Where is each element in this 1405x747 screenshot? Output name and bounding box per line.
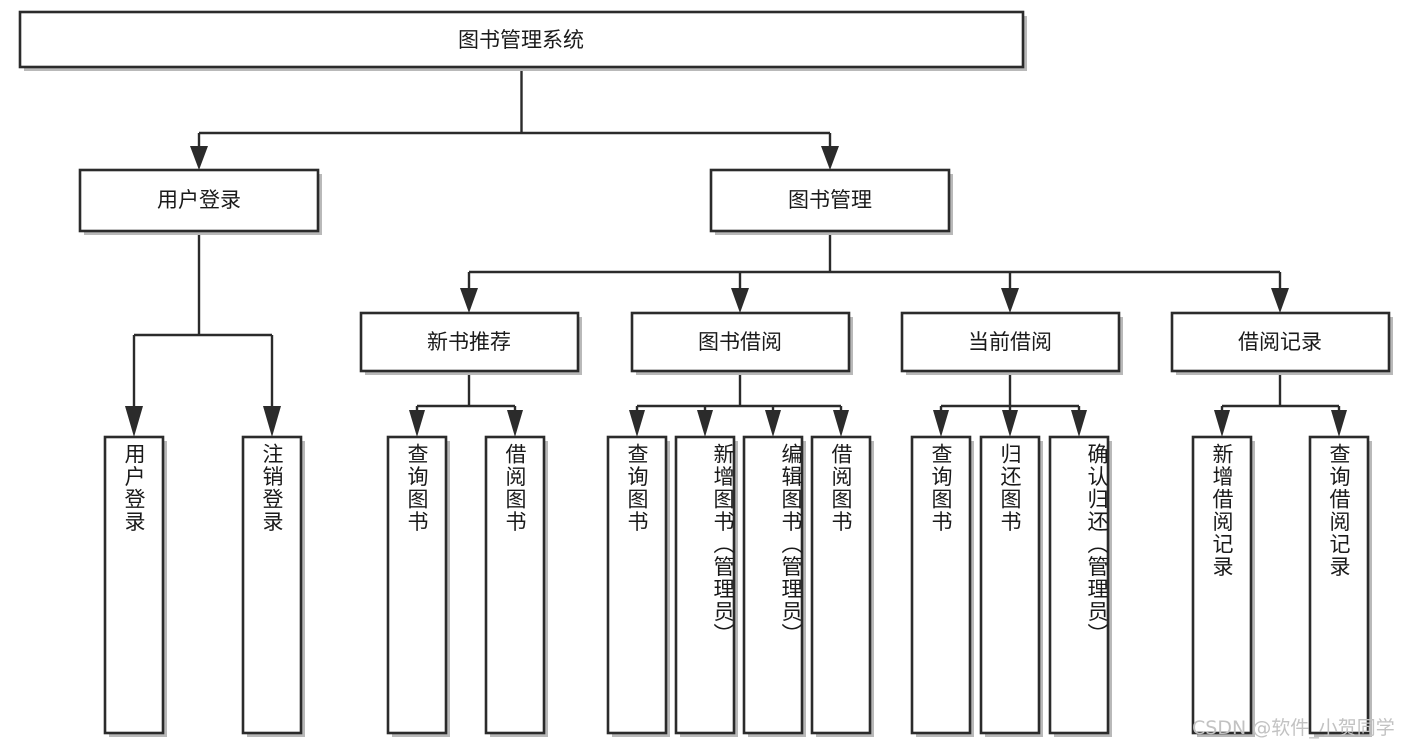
node-current-borrow[interactable]: 当前借阅	[900, 311, 1123, 375]
node-book-borrow[interactable]: 图书借阅	[630, 311, 853, 375]
leaf-user-login-label: 用户登录	[122, 443, 147, 533]
leaf-query-book-3-box[interactable]	[910, 435, 972, 735]
node-book-management[interactable]: 图书管理	[709, 168, 953, 235]
leaf-edit-book-box[interactable]	[742, 435, 804, 735]
arrow-head-leaf-query-book-2	[629, 410, 645, 437]
arrow-head-leaf-query-book-3	[933, 410, 949, 437]
arrow-head-leaf-borrow-book-1	[507, 410, 523, 437]
arrow-head-leaf-user-login	[125, 406, 143, 437]
watermark-text: CSDN @软件_小贺同学	[1192, 717, 1395, 739]
arrow-head-leaf-query-book-1	[409, 410, 425, 437]
node-root-label: 图书管理系统	[458, 28, 584, 52]
node-borrow-record[interactable]: 借阅记录	[1170, 311, 1393, 375]
node-current-borrow-label: 当前借阅	[968, 330, 1052, 354]
node-borrow-record-label: 借阅记录	[1238, 330, 1322, 354]
arrow-head-leaf-edit-book	[765, 410, 781, 437]
node-new-book-recommend-label: 新书推荐	[427, 330, 511, 354]
node-new-book-recommend[interactable]: 新书推荐	[359, 311, 582, 375]
node-user-login-label: 用户登录	[157, 188, 241, 212]
leaf-add-book-box[interactable]	[674, 435, 736, 735]
leaf-logout-login-box[interactable]	[241, 435, 303, 735]
leaf-borrow-book-1-box[interactable]	[484, 435, 546, 735]
leaf-query-book-2-box[interactable]	[606, 435, 668, 735]
leaf-edit-book-label: 编辑图书（管理员）	[779, 443, 803, 646]
arrow-head-leaf-borrow-book-2	[833, 410, 849, 437]
node-user-login-box	[78, 168, 320, 233]
node-user-login[interactable]: 用户登录	[78, 168, 322, 235]
arrow-head-leaf-add-book	[697, 410, 713, 437]
arrow-head-borrow-record	[1271, 288, 1289, 313]
leaf-query-book-1-label: 查询图书	[405, 443, 430, 533]
leaf-add-record-label: 新增借阅记录	[1210, 443, 1235, 578]
leaf-confirm-return-box[interactable]	[1048, 435, 1110, 735]
node-current-borrow-box	[900, 311, 1121, 373]
arrow-head-book-borrow	[731, 288, 749, 313]
leaf-add-record-box[interactable]	[1191, 435, 1253, 735]
leaf-query-book-2-label: 查询图书	[625, 443, 650, 533]
node-book-borrow-label: 图书借阅	[698, 330, 782, 354]
leaf-borrow-book-2-box[interactable]	[810, 435, 872, 735]
arrow-head-leaf-query-record	[1331, 410, 1347, 437]
arrow-head-leaf-return-book	[1002, 410, 1018, 437]
leaf-borrow-book-2-label: 借阅图书	[829, 443, 854, 533]
node-root-box	[18, 10, 1025, 69]
leaf-query-record-box[interactable]	[1308, 435, 1370, 735]
node-new-book-recommend-box	[359, 311, 580, 373]
arrow-head-new-book-recommend	[460, 288, 478, 313]
node-borrow-record-box	[1170, 311, 1391, 373]
leaf-borrow-book-1-label: 借阅图书	[503, 443, 528, 533]
arrow-head-current-borrow	[1001, 288, 1019, 313]
arrow-head-user-login	[190, 146, 208, 170]
arrow-head-leaf-confirm-return	[1071, 410, 1087, 437]
leaf-logout-login-label: 注销登录	[260, 443, 285, 533]
arrow-head-book-management	[821, 146, 839, 170]
arrow-head-leaf-add-record	[1214, 410, 1230, 437]
leaf-query-record-label: 查询借阅记录	[1327, 443, 1352, 578]
leaf-query-book-1-box[interactable]	[386, 435, 448, 735]
leaf-user-login-box[interactable]	[103, 435, 165, 735]
leaf-confirm-return-label: 确认归还（管理员）	[1085, 443, 1109, 646]
leaf-query-book-3-label: 查询图书	[929, 443, 954, 533]
leaf-return-book-box[interactable]	[979, 435, 1041, 735]
leaf-add-book-label: 新增图书（管理员）	[711, 443, 735, 646]
connector-layer	[125, 67, 1347, 437]
node-book-management-label: 图书管理	[788, 188, 872, 212]
node-book-management-box	[709, 168, 951, 233]
leaf-box-layer	[103, 435, 1372, 737]
node-book-borrow-box	[630, 311, 851, 373]
leaf-return-book-label: 归还图书	[998, 443, 1023, 533]
node-root[interactable]: 图书管理系统	[18, 10, 1027, 71]
arrow-head-leaf-logout-login	[263, 406, 281, 437]
